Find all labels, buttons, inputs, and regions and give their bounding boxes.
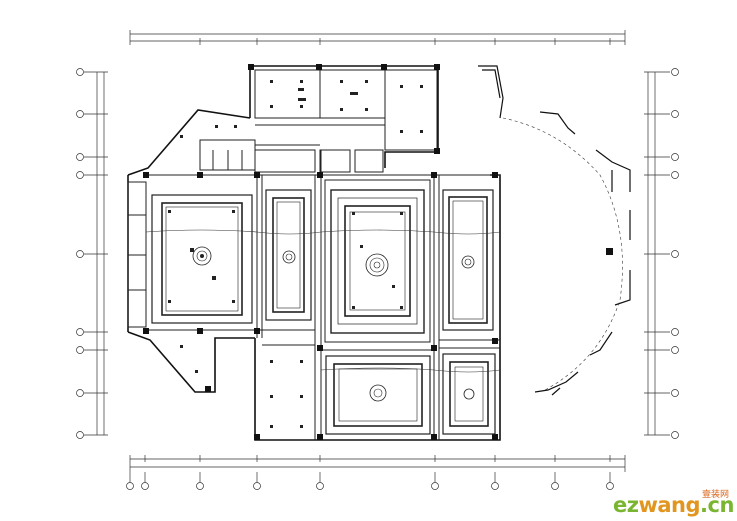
coffer-central-hall bbox=[324, 179, 431, 343]
curved-terrace-dashed bbox=[502, 117, 623, 391]
coffer-room-right bbox=[442, 189, 494, 331]
coffer-room-left bbox=[151, 194, 253, 324]
coffer-room-middle-left bbox=[265, 189, 312, 321]
logo-part-wang: wang bbox=[638, 493, 701, 517]
grid-bubbles-left bbox=[76, 68, 84, 439]
grid-bubbles-bottom bbox=[126, 482, 614, 490]
coffer-room-bottom-right bbox=[442, 353, 496, 435]
curved-terrace bbox=[478, 65, 631, 396]
outer-walls bbox=[127, 65, 501, 441]
logo-part-cn: .cn bbox=[700, 493, 734, 517]
logo-part-ez: ez bbox=[613, 493, 639, 517]
structural-columns bbox=[143, 64, 613, 440]
light-fixtures bbox=[168, 80, 423, 428]
grid-bubbles-right bbox=[671, 68, 679, 439]
coffer-room-bottom-middle bbox=[325, 355, 431, 435]
ezwang-logo: 壹装网 ezwang.cn bbox=[613, 489, 734, 517]
dimension-lines-left bbox=[84, 71, 108, 436]
lighting-lines bbox=[145, 229, 501, 373]
dimension-lines-top bbox=[129, 30, 626, 45]
logo-text: ezwang.cn bbox=[613, 493, 734, 517]
dimension-lines-bottom bbox=[129, 455, 626, 482]
interior-walls bbox=[127, 69, 500, 440]
logo-chinese-text: 壹装网 bbox=[701, 490, 729, 500]
dimension-lines-right bbox=[644, 71, 670, 436]
